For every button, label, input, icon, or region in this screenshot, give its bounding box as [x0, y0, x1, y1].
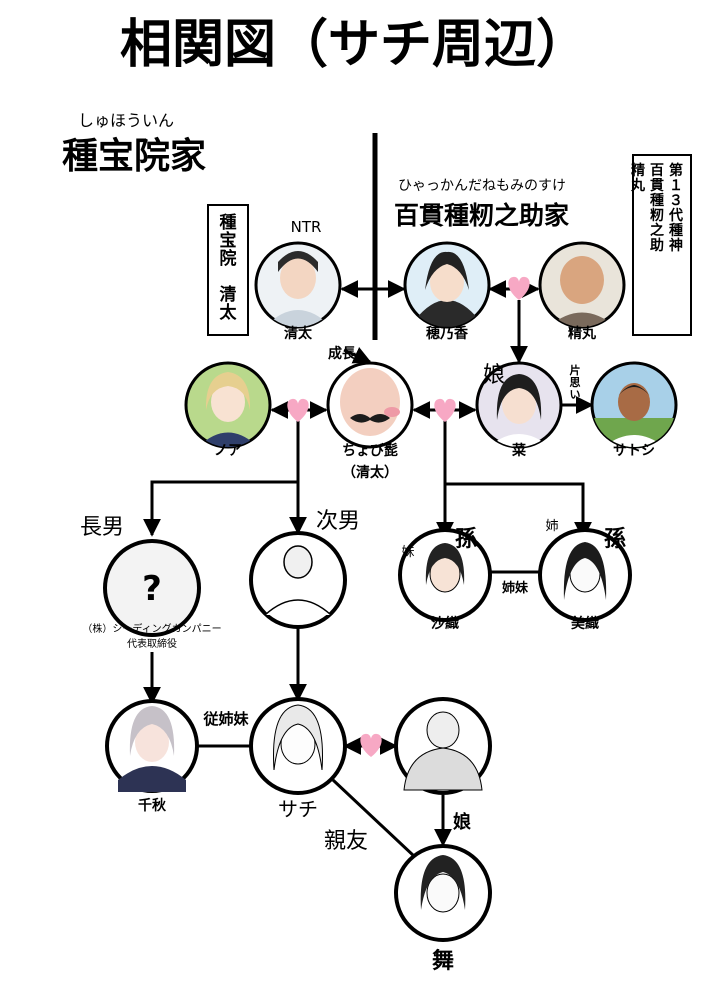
- heart-icon: [360, 733, 382, 757]
- person-sachi-husband: [394, 697, 492, 795]
- noa-label: ノア: [214, 443, 242, 459]
- heart-icon: [508, 276, 530, 300]
- heart-icon: [287, 398, 309, 422]
- sons-line: [143, 420, 300, 537]
- hyakkan-family-name: 百貫種籾之助家: [394, 201, 569, 230]
- shinyu-label: 親友: [324, 829, 368, 854]
- granddaughters-line: [445, 482, 592, 540]
- shimai-label: 姉妹: [502, 580, 529, 596]
- miori-label: 美織: [571, 615, 599, 632]
- person-seita: 清太: [254, 241, 342, 342]
- person-honoka: 穂乃香: [403, 241, 491, 342]
- mago-label-right: 孫: [604, 526, 626, 552]
- seicho-label: 成長: [328, 345, 357, 362]
- sachi-label: サチ: [278, 797, 318, 821]
- person-mai: 舞: [394, 844, 492, 974]
- shuhoin-family-reading: しゅほういん: [78, 111, 174, 130]
- growth-arrow: [343, 347, 372, 364]
- person-jinan: [249, 531, 347, 629]
- left-name-box-text: 種宝院 清太: [220, 212, 238, 323]
- person-satoshi: サトシ: [590, 361, 678, 459]
- person-miori: 美織: [538, 528, 632, 632]
- imouto-label: 妹: [401, 545, 414, 560]
- page-title: 相関図（サチ周辺）: [120, 15, 588, 75]
- ntr-label: NTR: [291, 218, 322, 236]
- person-chonan: ? （株）シーディングカンパニー 代表取締役: [82, 539, 222, 650]
- person-seimaru: 精丸: [538, 241, 626, 342]
- seita-label: 清太: [284, 325, 313, 342]
- satoshi-label: サトシ: [613, 443, 655, 459]
- saori-label: 沙織: [431, 615, 459, 632]
- seimaru-label: 精丸: [568, 325, 597, 342]
- company-label: （株）シーディングカンパニー: [82, 622, 221, 635]
- chiaki-label: 千秋: [138, 797, 167, 814]
- unknown-mark: ?: [142, 569, 162, 609]
- person-saori: 沙織: [398, 528, 492, 632]
- chobihige-label: ちょび髭: [342, 442, 398, 459]
- kataomoi-label: 片思い: [570, 363, 581, 401]
- na-label: 菜: [511, 442, 527, 459]
- mago-label-left: 孫: [455, 526, 477, 552]
- shuhoin-family-name: 種宝院家: [62, 136, 206, 177]
- ane-label: 姉: [545, 519, 558, 534]
- person-chobihige: ちょび髭 （清太）: [326, 361, 414, 481]
- role-label: 代表取締役: [127, 637, 177, 650]
- chonan-label: 長男: [80, 515, 124, 540]
- musume-label-top: 娘: [483, 363, 505, 388]
- honoka-label: 穂乃香: [426, 325, 469, 342]
- right-name-box: [632, 154, 692, 336]
- person-chiaki: 千秋: [105, 699, 199, 814]
- left-name-box: [207, 204, 249, 336]
- hearts: [287, 276, 530, 757]
- itoko-label: 従姉妹: [202, 710, 249, 728]
- person-noa: ノア: [184, 361, 272, 459]
- musume-label-bottom: 娘: [453, 811, 471, 833]
- person-sachi: サチ: [249, 697, 347, 821]
- hyakkan-family-reading: ひゃっかんだねもみのすけ: [398, 178, 566, 194]
- heart-icon: [434, 398, 456, 422]
- mai-label: 舞: [432, 948, 454, 974]
- best-friend-line: [331, 778, 417, 859]
- jinan-label: 次男: [316, 509, 360, 534]
- chobihige-sub-label: （清太）: [342, 464, 398, 481]
- right-name-box-text: 第１３代種神百貫種籾之助精丸: [630, 162, 683, 254]
